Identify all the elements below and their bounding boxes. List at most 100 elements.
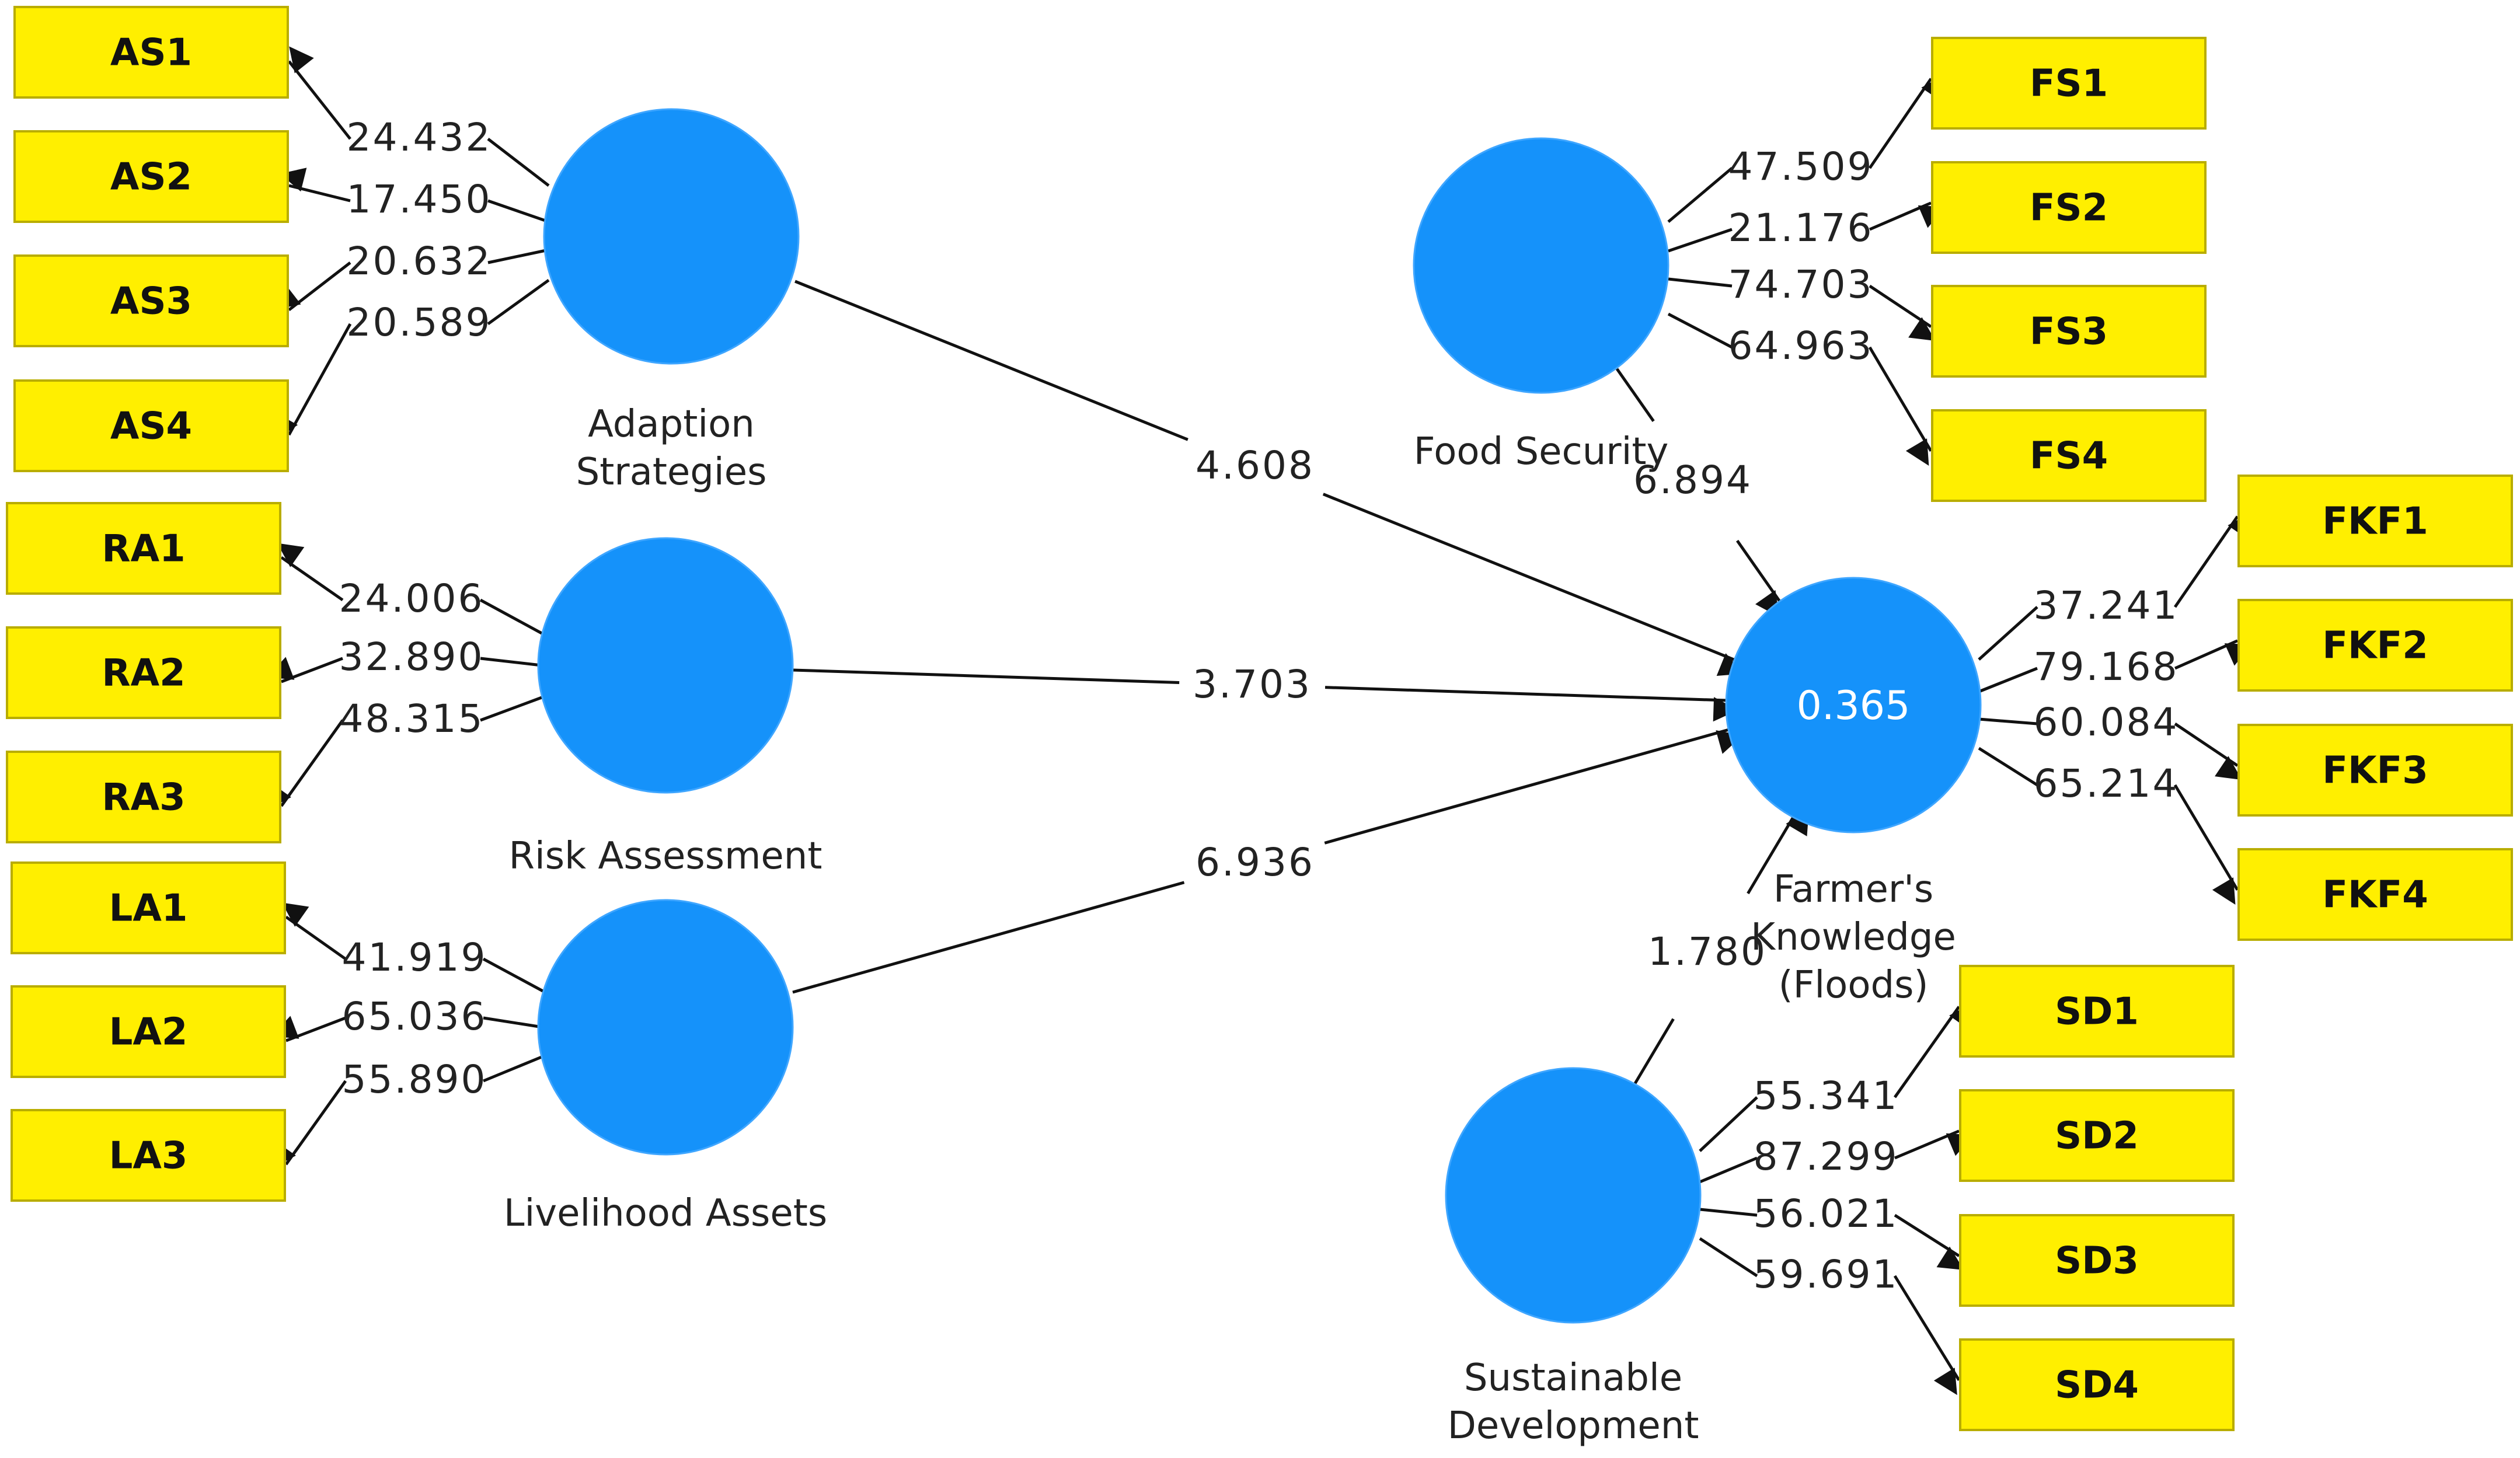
- path-arrow-livelihood-assets: [1324, 728, 1743, 845]
- loading-value-as3: 20.632: [347, 239, 492, 284]
- path-line-sustainable-development: [1633, 1018, 1675, 1086]
- indicator-label-as2: AS2: [110, 156, 192, 199]
- latent-node-livelihood-assets[interactable]: [537, 899, 794, 1156]
- loading-value-sd4: 59.691: [1754, 1252, 1899, 1297]
- indicator-box-fkf1[interactable]: [2237, 475, 2513, 567]
- indicator-label-ra1: RA1: [102, 528, 185, 571]
- path-coefficient-adaption-strategies: 4.608: [1195, 443, 1315, 488]
- indicator-label-as1: AS1: [110, 32, 192, 75]
- latent-label-farmers-knowledge-line-1: Farmer's: [1773, 868, 1933, 911]
- indicator-box-fkf4[interactable]: [2237, 848, 2513, 941]
- loading-value-fs3: 74.703: [1728, 262, 1874, 307]
- loading-arrow-fkf3: [2174, 722, 2242, 780]
- indicator-label-sd1: SD1: [2055, 990, 2139, 1034]
- loading-line-fkf3: [1978, 717, 2038, 725]
- loading-value-ra2: 32.890: [339, 634, 485, 679]
- indicator-box-ra2[interactable]: [6, 626, 281, 719]
- latent-node-farmers-knowledge[interactable]: [1725, 577, 1982, 833]
- indicator-box-fs4[interactable]: [1931, 409, 2207, 502]
- latent-label-adaption-strategies-line-1: Adaption: [588, 403, 755, 446]
- indicator-label-la2: LA2: [109, 1011, 188, 1054]
- loading-arrow-as2: [280, 168, 351, 203]
- loading-arrow-fs1: [1868, 74, 1946, 169]
- indicator-label-la1: LA1: [109, 887, 188, 930]
- indicator-box-fs3[interactable]: [1931, 285, 2207, 378]
- loading-value-sd3: 56.021: [1754, 1191, 1899, 1236]
- indicator-label-as4: AS4: [110, 405, 192, 448]
- latent-label-sustainable-development-line-2: Development: [1448, 1404, 1699, 1447]
- latent-nodes: 0.365: [537, 108, 1982, 1324]
- loading-line-fkf2: [1978, 667, 2038, 693]
- loading-line-as3: [487, 248, 549, 264]
- latent-node-risk-assessment[interactable]: [537, 537, 794, 794]
- indicator-box-fkf2[interactable]: [2237, 599, 2513, 692]
- indicator-box-fkf3[interactable]: [2237, 724, 2513, 817]
- indicator-box-as3[interactable]: [13, 254, 289, 347]
- indicator-label-ra2: RA2: [102, 652, 185, 695]
- loading-arrow-as4: [275, 323, 352, 441]
- latent-node-adaption-strategies[interactable]: [543, 108, 800, 365]
- indicator-box-la1[interactable]: [11, 861, 286, 954]
- loading-line-fs3: [1668, 277, 1733, 288]
- loading-value-fkf4: 65.214: [2034, 761, 2179, 806]
- loading-line-sd1: [1699, 1096, 1758, 1152]
- latent-label-adaption-strategies-line-2: Strategies: [576, 451, 767, 494]
- loading-line-as4: [487, 278, 550, 326]
- indicator-box-as2[interactable]: [13, 130, 289, 223]
- indicator-label-ra3: RA3: [102, 776, 185, 819]
- indicator-box-la3[interactable]: [11, 1109, 286, 1202]
- indicator-label-as3: AS3: [110, 280, 192, 323]
- loading-arrow-sd1: [1893, 1002, 1974, 1098]
- connector-lines: [267, 46, 2252, 1396]
- path-coefficient-food-security: 6.894: [1633, 458, 1752, 503]
- path-arrow-food-security: [1735, 539, 1782, 618]
- loading-arrow-as1: [288, 46, 351, 140]
- loading-line-fs1: [1667, 167, 1733, 223]
- loading-line-la3: [483, 1055, 543, 1083]
- indicator-box-sd2[interactable]: [1959, 1089, 2235, 1182]
- latent-label-livelihood-assets-line-1: Livelihood Assets: [504, 1192, 827, 1235]
- path-line-food-security: [1615, 368, 1655, 422]
- loading-arrow-ra2: [267, 657, 343, 683]
- indicator-box-as4[interactable]: [13, 379, 289, 472]
- indicator-label-fs3: FS3: [2030, 311, 2108, 354]
- indicator-label-sd3: SD3: [2055, 1240, 2139, 1283]
- indicator-label-sd2: SD2: [2055, 1115, 2139, 1158]
- loading-line-as2: [487, 199, 549, 224]
- path-coefficient-risk-assessment: 3.703: [1193, 662, 1312, 707]
- latent-label-food-security-line-1: Food Security: [1414, 430, 1669, 473]
- loading-line-sd4: [1699, 1237, 1758, 1278]
- loading-line-sd3: [1699, 1208, 1758, 1217]
- indicator-box-fs1[interactable]: [1931, 37, 2207, 130]
- loading-arrow-la3: [271, 1080, 347, 1169]
- latent-node-food-security[interactable]: [1413, 137, 1669, 394]
- indicator-box-fs2[interactable]: [1931, 161, 2207, 254]
- loading-value-fs2: 21.176: [1728, 205, 1874, 250]
- loading-arrow-la2: [271, 1016, 346, 1042]
- indicator-box-la2[interactable]: [11, 985, 286, 1078]
- path-arrow-sustainable-development: [1747, 809, 1809, 895]
- loading-line-la2: [483, 1016, 543, 1029]
- indicator-box-sd4[interactable]: [1959, 1338, 2235, 1431]
- loading-arrow-as3: [274, 261, 351, 311]
- latent-label-farmers-knowledge-line-2: Knowledge: [1751, 916, 1956, 959]
- latent-node-sustainable-development[interactable]: [1445, 1067, 1702, 1324]
- path-coefficient-livelihood-assets: 6.936: [1195, 840, 1315, 885]
- indicator-box-sd1[interactable]: [1959, 965, 2235, 1058]
- path-arrow-risk-assessment: [1325, 686, 1738, 722]
- indicator-box-ra3[interactable]: [6, 751, 281, 843]
- loading-value-la2: 65.036: [342, 994, 487, 1039]
- loading-value-sd2: 87.299: [1754, 1134, 1899, 1179]
- loading-line-la1: [482, 957, 544, 993]
- loading-arrow-fkf4: [2173, 784, 2239, 905]
- indicator-box-sd3[interactable]: [1959, 1214, 2235, 1307]
- loading-value-la3: 55.890: [342, 1057, 487, 1102]
- loading-arrow-sd2: [1894, 1129, 1974, 1160]
- latent-label-farmers-knowledge-line-3: (Floods): [1779, 964, 1929, 1007]
- loading-arrow-sd4: [1893, 1275, 1961, 1396]
- loading-value-la1: 41.919: [342, 935, 487, 980]
- indicator-box-as1[interactable]: [13, 6, 289, 99]
- indicator-box-ra1[interactable]: [6, 502, 281, 595]
- loading-value-as4: 20.589: [347, 300, 492, 345]
